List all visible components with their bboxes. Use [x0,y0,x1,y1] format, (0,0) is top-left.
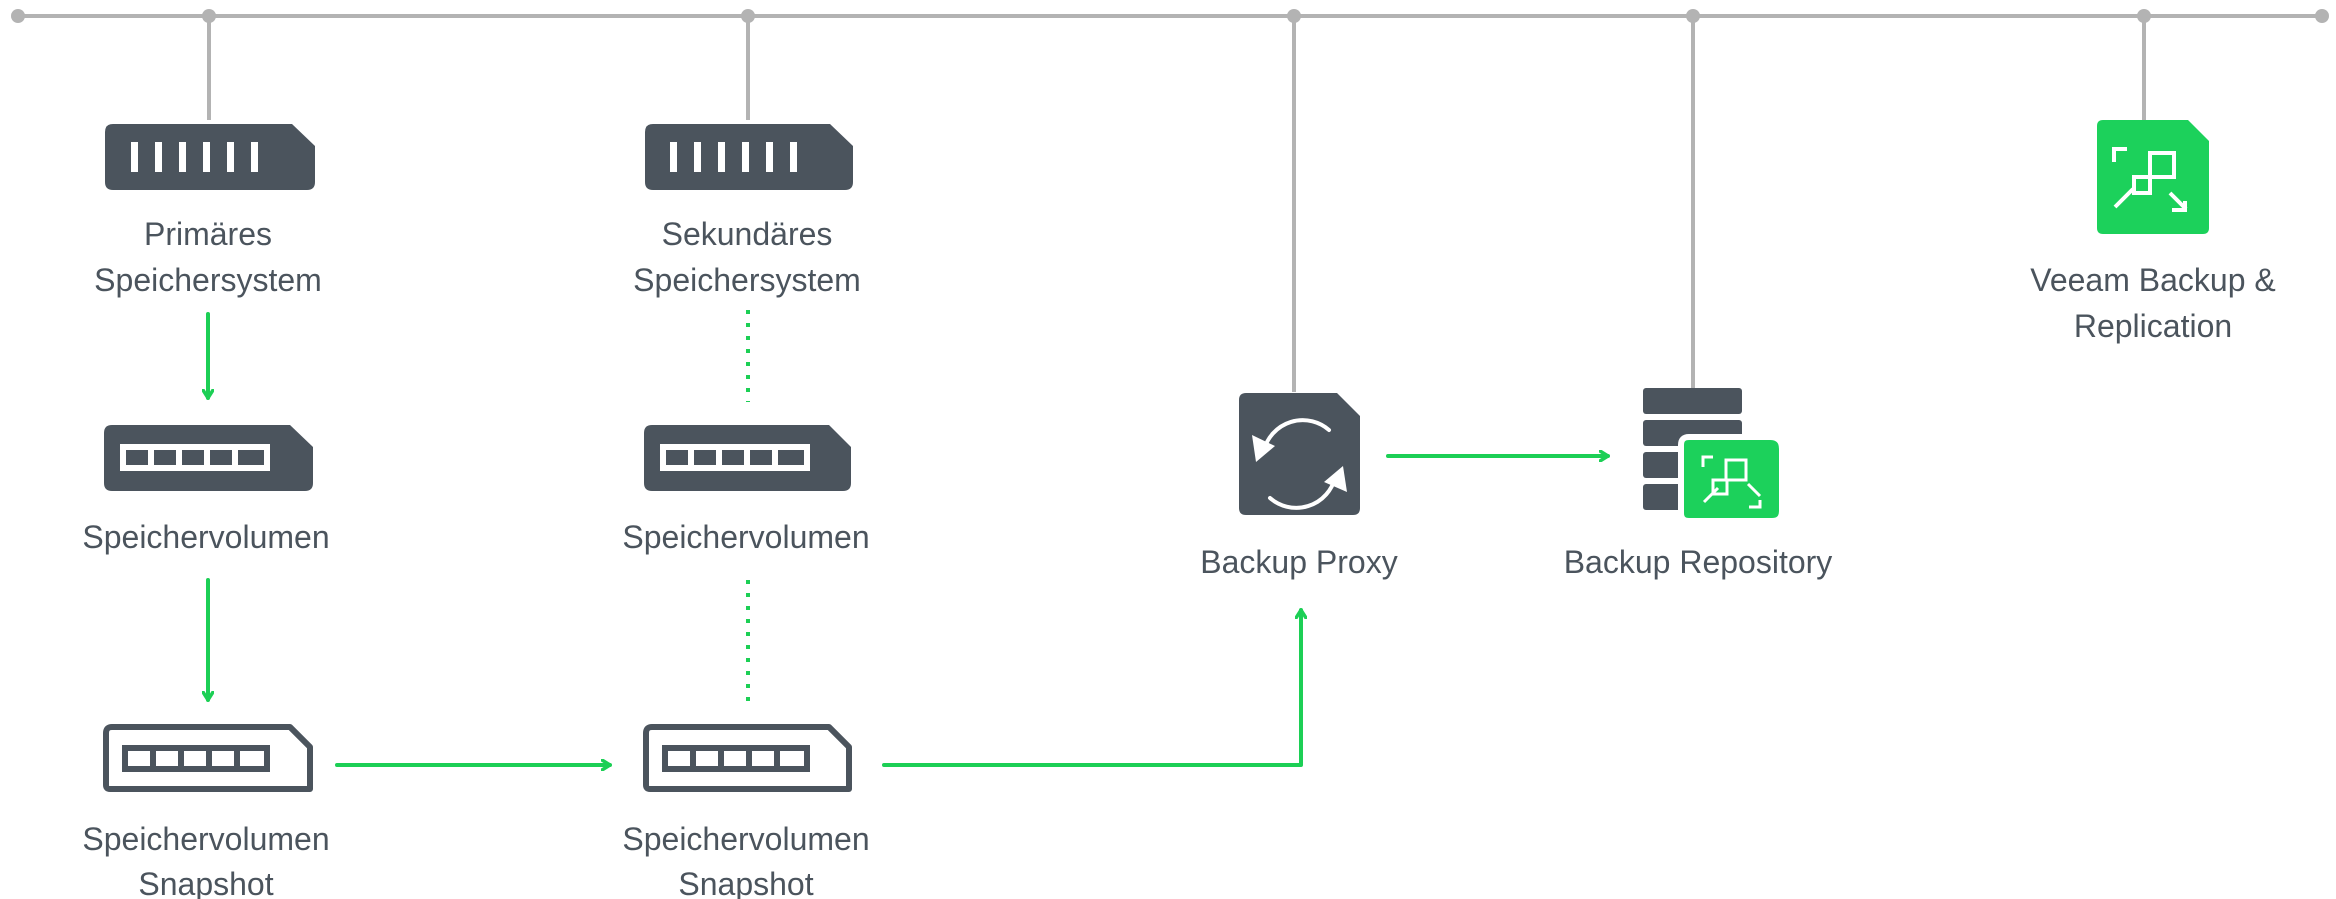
primary-storage-label-line1: Primäres [144,216,272,252]
primary-volume-label: Speichervolumen [82,519,329,555]
veeam-logo-glyph [2112,147,2188,212]
snapshot-slots [128,751,264,766]
veeam-label-line2: Replication [2074,308,2232,344]
network-bus [11,9,2329,392]
primary-storage-node: Primäres Speichersystem [94,124,322,298]
network-bus-end [2315,9,2329,23]
refresh-arrows-icon [1262,418,1337,510]
network-bus-end [11,9,25,23]
volume-slots [126,450,264,465]
primary-snapshot-label-line2: Snapshot [138,866,273,899]
secondary-snapshot-label-line1: Speichervolumen [622,821,869,857]
primary-snapshot-label-line1: Speichervolumen [82,821,329,857]
secondary-storage-label-line1: Sekundäres [662,216,833,252]
secondary-snapshot-node: Speichervolumen Snapshot [622,724,870,899]
storage-array-slots [131,142,258,172]
secondary-snapshot-label-line2: Snapshot [678,866,813,899]
primary-snapshot-node: Speichervolumen Snapshot [82,724,330,899]
backup-proxy-label: Backup Proxy [1200,544,1397,580]
storage-array-slots [670,142,797,172]
arrow-secondary-snapshot-to-backup-proxy [882,608,1301,767]
backup-repository-icon [1643,388,1785,524]
secondary-volume-node: Speichervolumen [622,425,870,555]
veeam-node: Veeam Backup & Replication [2030,120,2276,344]
refresh-arrowheads [1252,435,1347,492]
backup-proxy-node: Backup Proxy [1200,393,1398,580]
secondary-volume-label: Speichervolumen [622,519,869,555]
volume-slots [666,450,804,465]
primary-volume-node: Speichervolumen [82,425,330,555]
snapshot-slots [668,751,804,766]
secondary-storage-node: Sekundäres Speichersystem [633,124,861,298]
primary-storage-label-line2: Speichersystem [94,262,322,298]
flow-arrows [208,312,1610,767]
secondary-storage-label-line2: Speichersystem [633,262,861,298]
backup-repository-node: Backup Repository [1564,388,1833,580]
backup-repository-label: Backup Repository [1564,544,1833,580]
veeam-label-line1: Veeam Backup & [2030,262,2275,298]
